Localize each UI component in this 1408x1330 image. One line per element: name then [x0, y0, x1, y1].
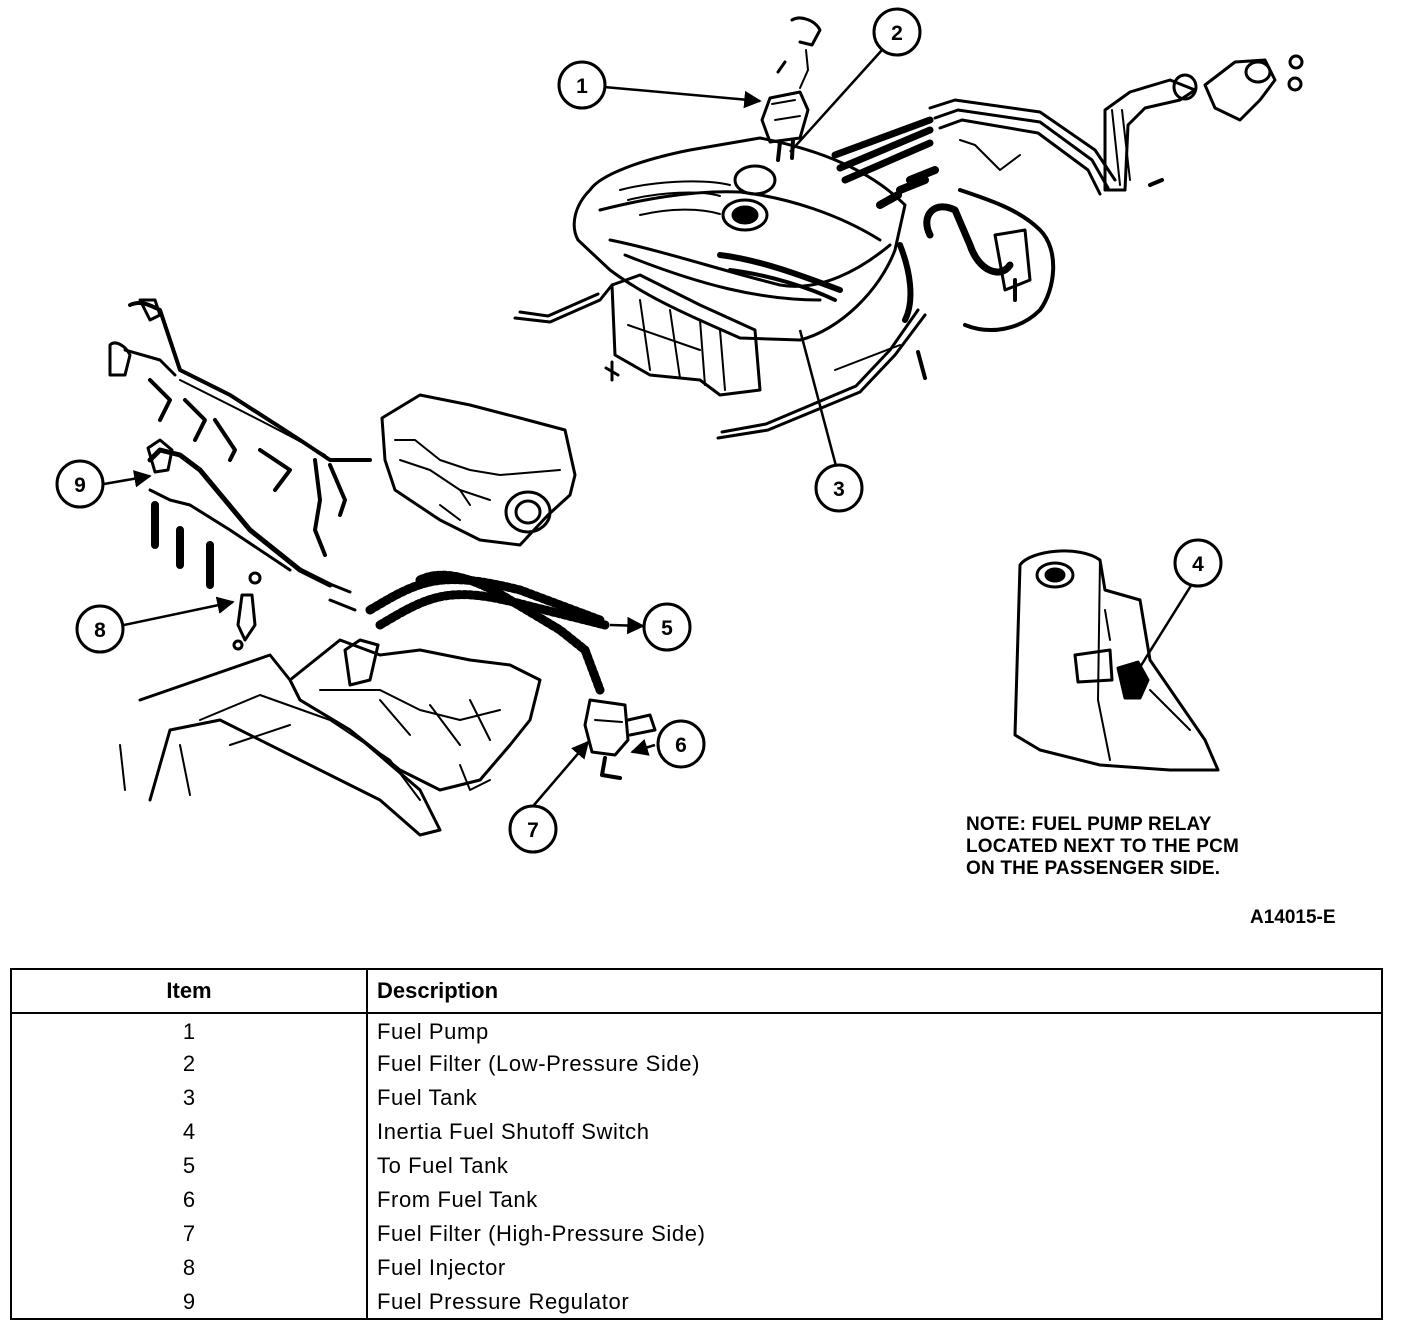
item-description: Fuel Filter (Low-Pressure Side) [377, 1051, 701, 1076]
table-row: 9 Fuel Pressure Regulator [11, 1285, 1382, 1319]
callout-1: 1 [557, 60, 607, 110]
item-column-header: Item [11, 969, 368, 1014]
item-number: 9 [11, 1285, 368, 1319]
svg-text:2: 2 [891, 22, 903, 45]
item-number: 3 [11, 1081, 368, 1115]
item-description: Fuel Pump [377, 1019, 489, 1044]
item-number: 4 [11, 1115, 368, 1149]
item-description: Fuel Pressure Regulator [377, 1288, 630, 1314]
callout-9: 9 [55, 459, 105, 509]
note-line-3: ON THE PASSENGER SIDE. [966, 858, 1221, 879]
relay-location-note: NOTE: FUEL PUMP RELAY LOCATED NEXT TO TH… [966, 814, 1239, 880]
svg-text:6: 6 [675, 734, 687, 757]
item-description: Fuel Filter (High-Pressure Side) [377, 1221, 706, 1246]
table-row: 6 From Fuel Tank [11, 1183, 1382, 1217]
callout-7: 7 [508, 804, 558, 854]
svg-text:7: 7 [527, 819, 539, 842]
item-number: 5 [11, 1149, 368, 1183]
item-number: 2 [11, 1047, 368, 1081]
item-number: 6 [11, 1183, 368, 1217]
callout-8: 8 [75, 604, 125, 654]
svg-text:4: 4 [1192, 553, 1204, 576]
item-number: 8 [11, 1251, 368, 1285]
item-description: Fuel Tank [377, 1085, 478, 1110]
callouts: 1 2 3 4 5 6 7 8 [55, 7, 1223, 854]
fuel-system-diagram: 1 2 3 4 5 6 7 8 [55, 7, 1304, 854]
item-number: 7 [11, 1217, 368, 1251]
note-line-2: LOCATED NEXT TO THE PCM [966, 836, 1240, 857]
svg-text:8: 8 [94, 619, 106, 642]
callout-leaders [103, 49, 1194, 806]
description-column-header: Description [367, 969, 1382, 1014]
note-line-1: NOTE: FUEL PUMP RELAY [966, 814, 1212, 835]
item-number: 1 [11, 1013, 368, 1047]
callout-5: 5 [642, 602, 692, 652]
callout-6: 6 [656, 719, 706, 769]
item-description: Fuel Injector [377, 1255, 506, 1280]
legend-table: Item Description 1 Fuel Pump 2 Fuel Filt… [10, 968, 1383, 1320]
callout-3: 3 [814, 463, 864, 513]
table-row: 7 Fuel Filter (High-Pressure Side) [11, 1217, 1382, 1251]
table-row: 3 Fuel Tank [11, 1081, 1382, 1115]
table-row: 8 Fuel Injector [11, 1251, 1382, 1285]
engine-intake-drawing [108, 298, 657, 837]
legend-header-row: Item Description [11, 969, 1382, 1014]
table-row: 1 Fuel Pump [11, 1013, 1382, 1047]
table-row: 2 Fuel Filter (Low-Pressure Side) [11, 1047, 1382, 1081]
callout-4: 4 [1173, 538, 1223, 588]
callout-2: 2 [872, 7, 922, 57]
item-description: To Fuel Tank [377, 1153, 509, 1178]
item-description: Inertia Fuel Shutoff Switch [377, 1119, 650, 1144]
svg-text:1: 1 [576, 75, 588, 98]
table-row: 4 Inertia Fuel Shutoff Switch [11, 1115, 1382, 1149]
svg-text:3: 3 [833, 478, 845, 501]
svg-text:9: 9 [74, 474, 86, 497]
item-description: From Fuel Tank [377, 1187, 538, 1212]
fuel-tank-drawing [513, 16, 1304, 440]
table-row: 5 To Fuel Tank [11, 1149, 1382, 1183]
svg-text:5: 5 [661, 617, 673, 640]
figure-id: A14015-E [1250, 907, 1336, 928]
